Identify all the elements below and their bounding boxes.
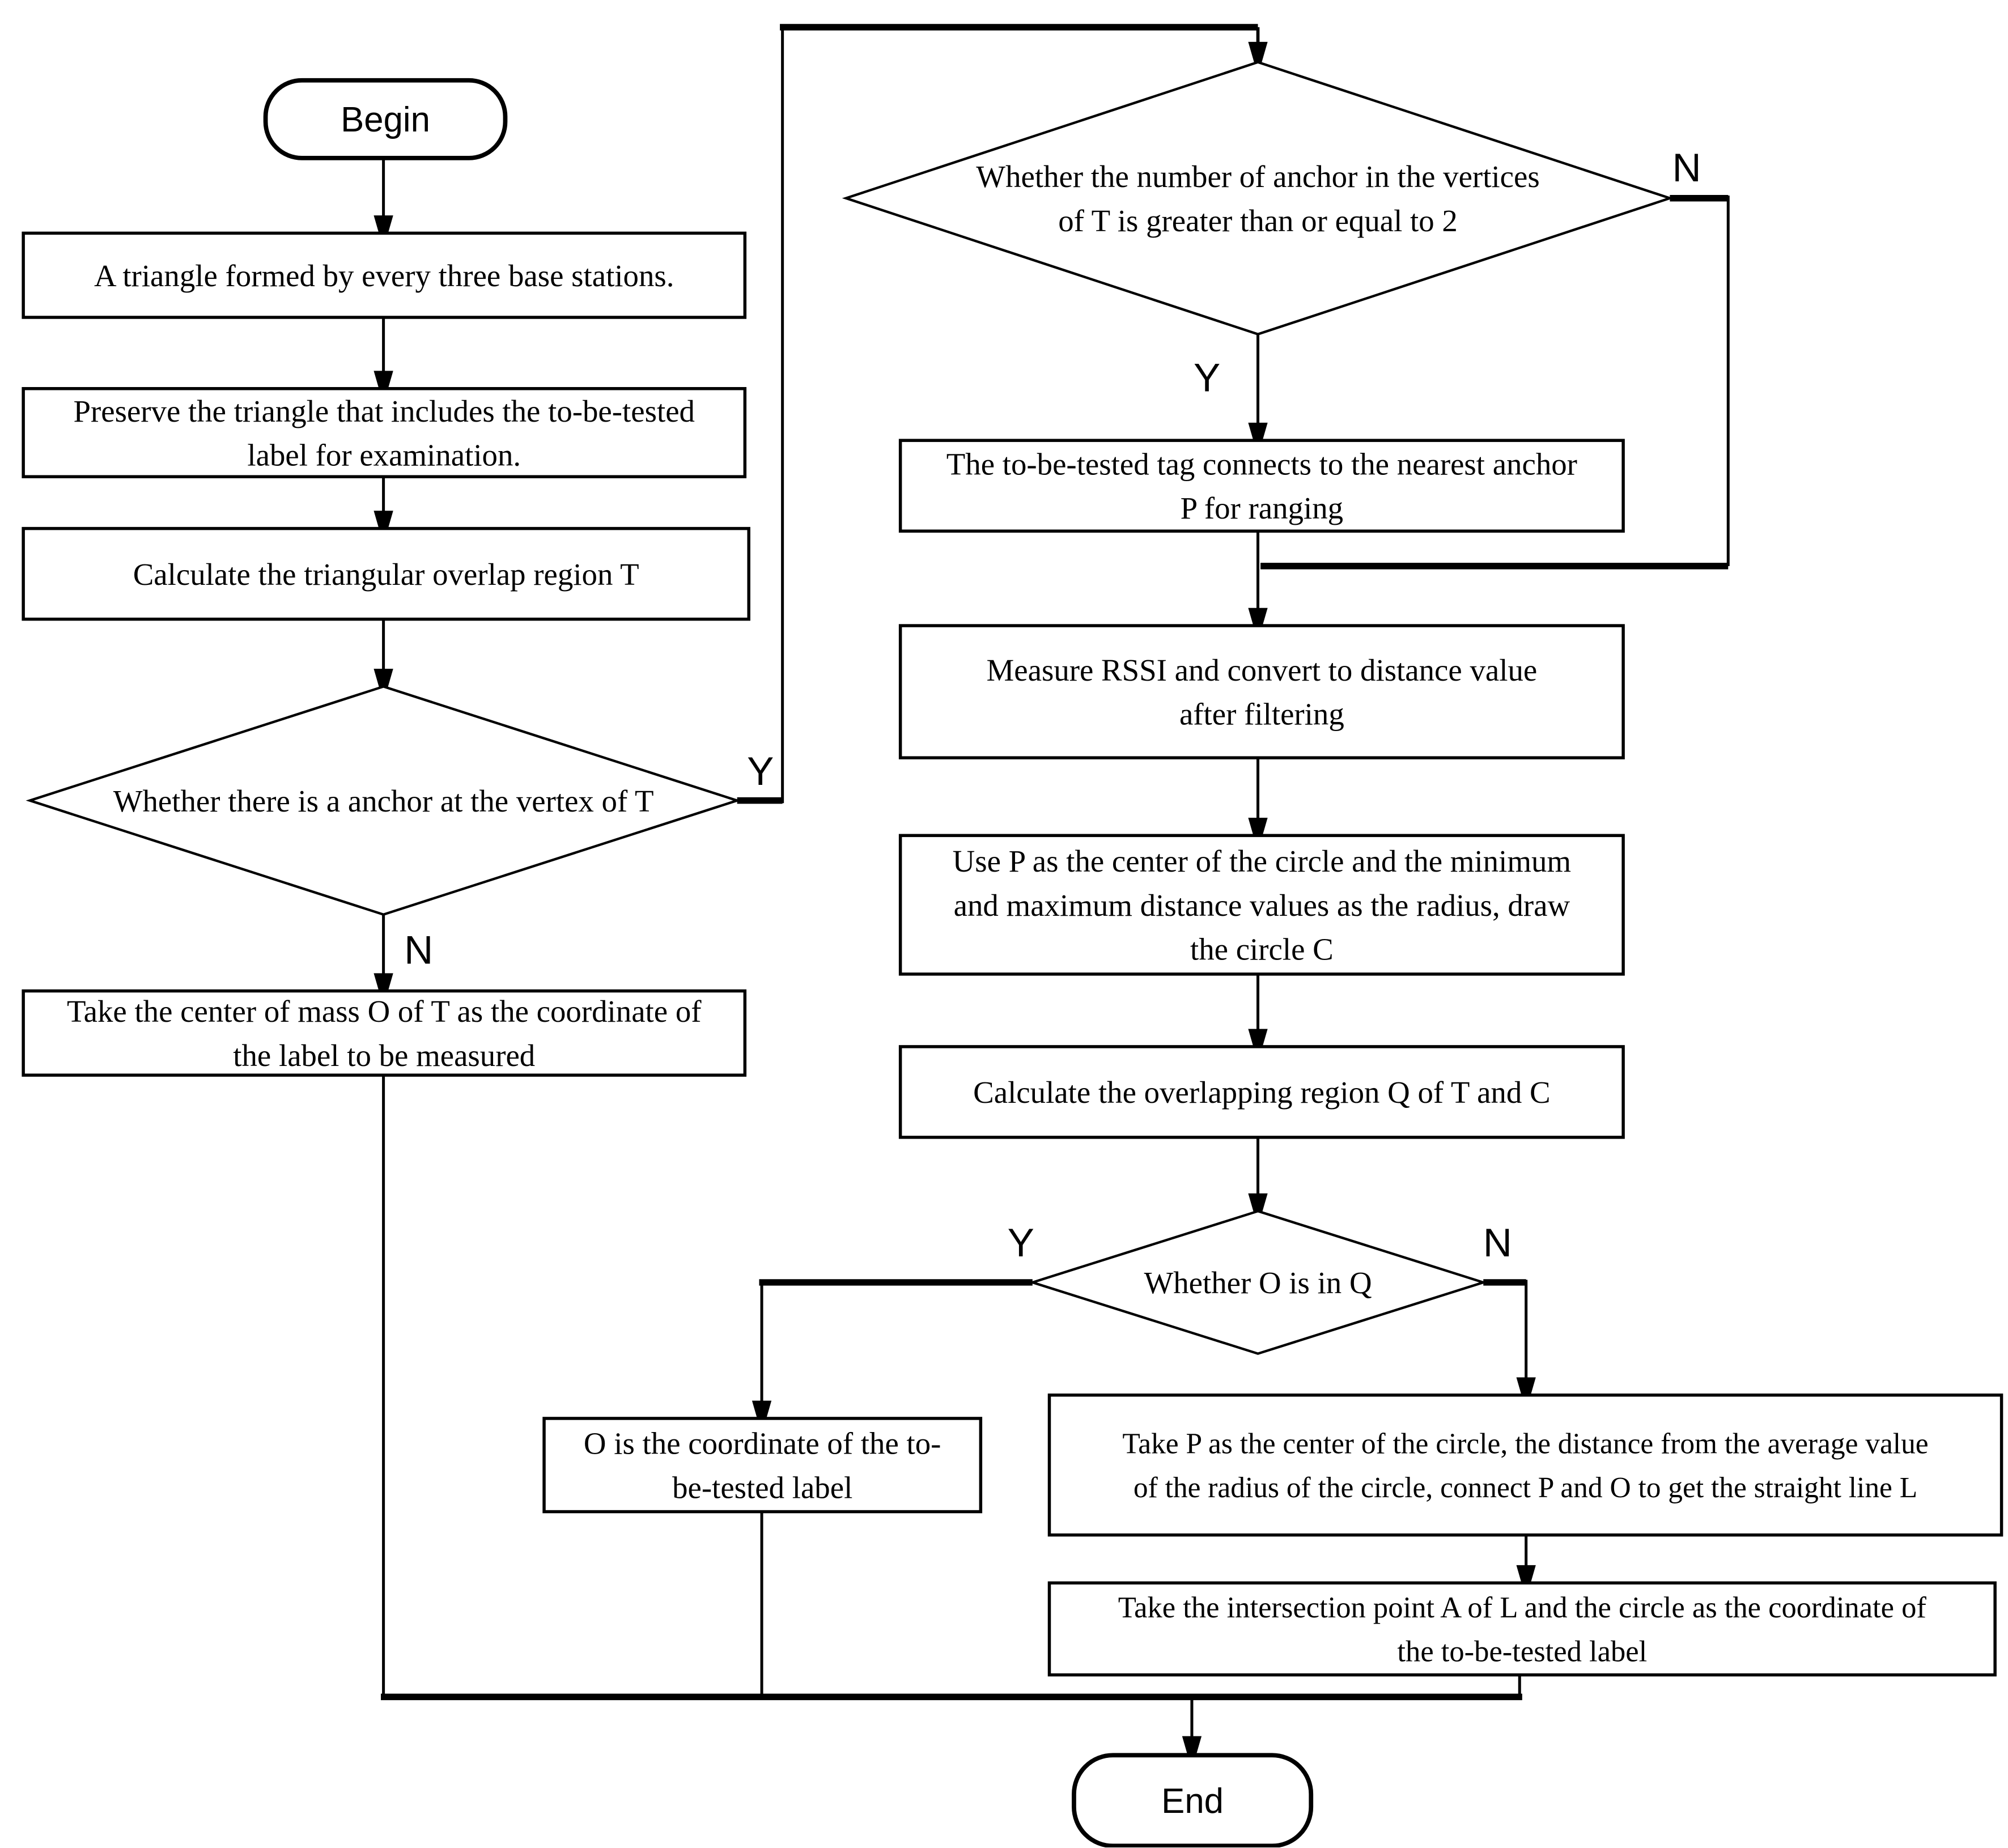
branch-label-decision1-yes: Y xyxy=(747,749,774,794)
decision-anchor-count-label: Whether the number of anchor in the vert… xyxy=(976,159,1539,238)
process-draw-circle-c xyxy=(898,834,1625,976)
process-form-triangles-label: A triangle formed by every three base st… xyxy=(94,258,674,293)
branch-label-decision3-yes: Y xyxy=(1008,1221,1034,1265)
branch-label-decision2-no: N xyxy=(1672,146,1701,190)
process-preserve-triangle-label: Preserve the triangle that includes the … xyxy=(74,394,695,473)
process-intersection-point-a xyxy=(1047,1581,1997,1677)
process-calculate-region-t-label: Calculate the triangular overlap region … xyxy=(133,557,639,592)
decision-anchor-at-vertex-label: Whether there is a anchor at the vertex … xyxy=(113,784,654,818)
process-calculate-region-t xyxy=(22,526,750,621)
process-get-line-l xyxy=(1047,1394,2003,1537)
terminator-end-label: End xyxy=(1161,1782,1224,1821)
arrowhead-loop-into-decision2 xyxy=(1248,41,1268,76)
process-measure-rssi xyxy=(898,624,1625,759)
decision-anchor-count xyxy=(842,61,1674,336)
decision-o-in-q-label: Whether O is in Q xyxy=(1144,1265,1372,1300)
process-get-line-l-label: Take P as the center of the circle, the … xyxy=(1122,1428,1928,1504)
process-form-triangles xyxy=(22,231,747,319)
terminator-begin xyxy=(263,78,508,160)
process-o-is-coordinate xyxy=(542,1417,983,1514)
terminator-begin-label: Begin xyxy=(341,100,430,139)
process-center-of-mass-label: Take the center of mass O of T as the co… xyxy=(67,994,702,1073)
process-preserve-triangle xyxy=(22,386,747,478)
process-calculate-region-q xyxy=(898,1045,1625,1139)
decision-anchor-at-vertex xyxy=(26,685,741,916)
decision-o-in-q xyxy=(1028,1209,1488,1355)
process-measure-rssi-label: Measure RSSI and convert to distance val… xyxy=(987,653,1538,732)
branch-label-decision2-yes: Y xyxy=(1194,355,1220,400)
process-draw-circle-c-label: Use P as the center of the circle and th… xyxy=(953,844,1571,966)
process-calculate-region-q-label: Calculate the overlapping region Q of T … xyxy=(973,1075,1550,1110)
branch-label-decision1-no: N xyxy=(404,928,433,973)
process-connect-nearest-anchor xyxy=(898,439,1625,533)
process-center-of-mass xyxy=(22,989,747,1077)
process-intersection-point-a-label: Take the intersection point A of L and t… xyxy=(1118,1591,1927,1668)
terminator-end xyxy=(1072,1753,1314,1847)
branch-label-decision3-no: N xyxy=(1483,1221,1512,1265)
process-o-is-coordinate-label: O is the coordinate of the to-be-tested … xyxy=(584,1426,941,1505)
process-connect-nearest-anchor-label: The to-be-tested tag connects to the nea… xyxy=(946,447,1577,526)
